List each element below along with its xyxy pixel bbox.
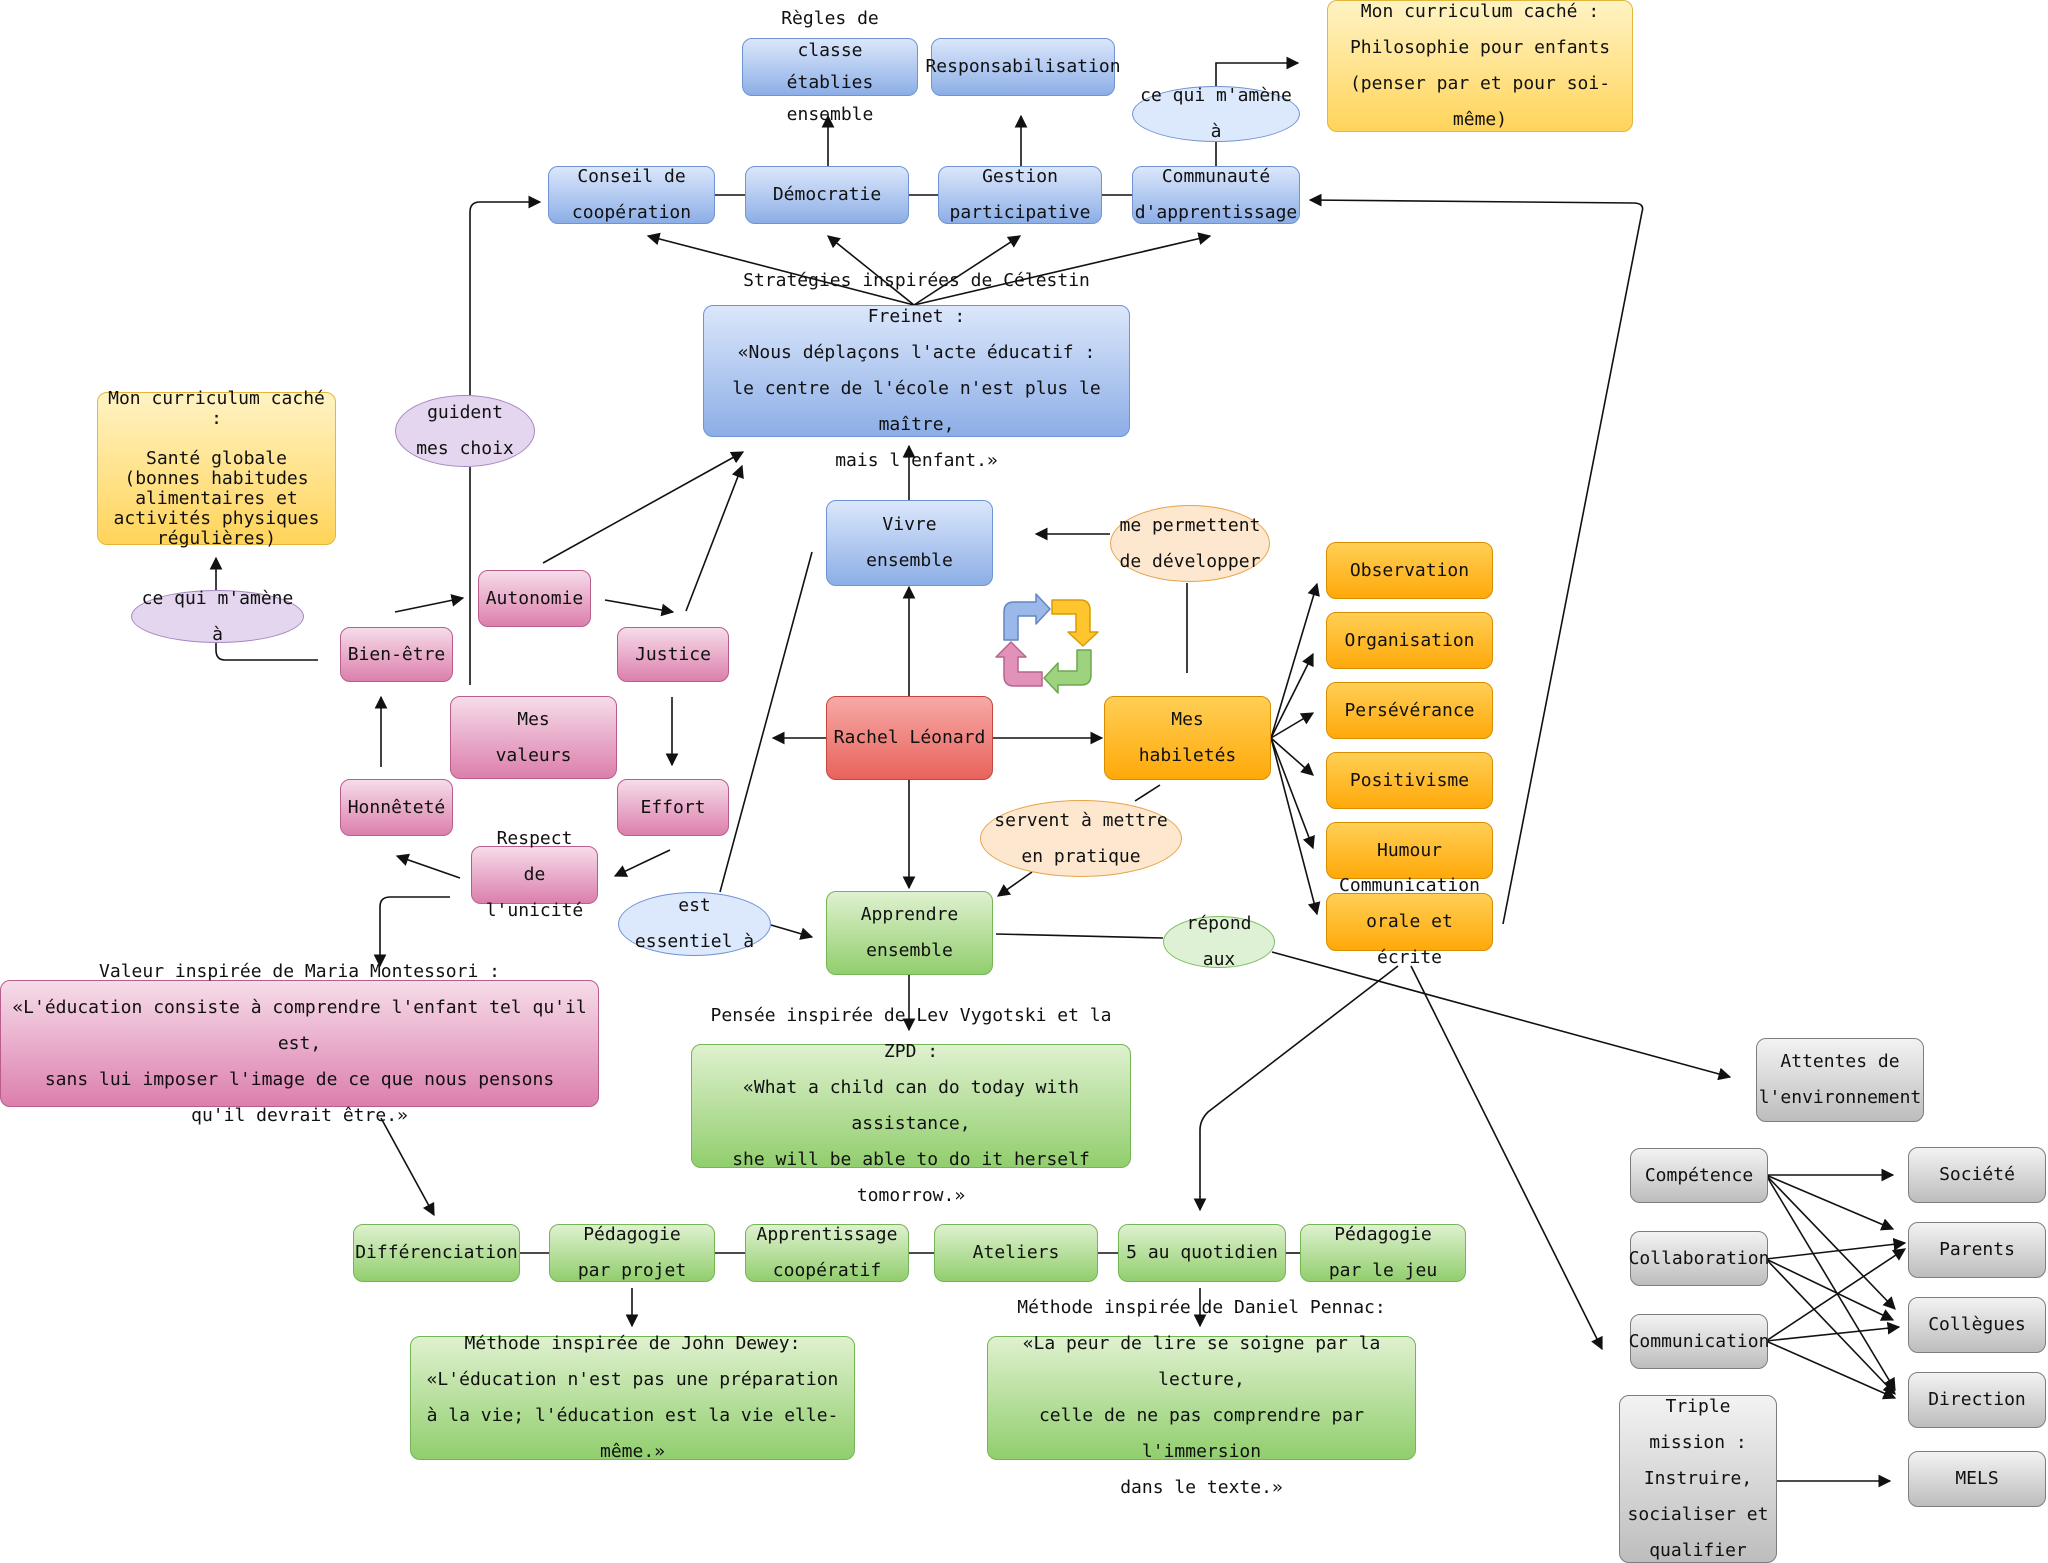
- communaute-box: Communauté d'apprentissage: [1132, 166, 1300, 224]
- responsabilisation-box: Responsabilisation: [925, 38, 1121, 96]
- collegues-box: Collègues: [1908, 1297, 2046, 1353]
- regles-box: Règles de classe établies ensemble: [742, 8, 918, 125]
- vygotski-box: Pensée inspirée de Lev Vygotski et la ZP…: [691, 1005, 1131, 1206]
- ce-qui-mamene-top-ellipse: ce qui m'amène à: [1132, 85, 1300, 142]
- perseverance-box: Persévérance: [1326, 682, 1493, 739]
- servent-ellipse: servent à mettre en pratique: [980, 800, 1182, 877]
- observation-box: Observation: [1326, 542, 1493, 599]
- societe-box: Société: [1908, 1147, 2046, 1203]
- repond-ellipse: répond aux: [1163, 913, 1275, 970]
- humour-box: Humour: [1326, 822, 1493, 879]
- bien-etre-box: Bien-être: [340, 627, 453, 682]
- rachel-leonard-box: Rachel Léonard: [826, 696, 993, 780]
- autonomie-box: Autonomie: [478, 570, 591, 627]
- me-permettent-ellipse: me permettent de développer: [1110, 505, 1270, 582]
- mes-valeurs-box: Mes valeurs: [450, 696, 617, 779]
- pedagogie-jeu-box: Pédagogie par le jeu: [1300, 1224, 1466, 1282]
- dewey-box: Méthode inspirée de John Dewey: «L'éduca…: [410, 1333, 855, 1462]
- pedagogie-projet-box: Pédagogie par projet: [549, 1224, 715, 1282]
- curriculum-philo-box: Mon curriculum caché : Philosophie pour …: [1327, 0, 1633, 132]
- guident-ellipse: guident mes choix: [395, 395, 535, 467]
- apprendre-ensemble-box: Apprendre ensemble: [826, 891, 993, 975]
- curriculum-sante-box: Mon curriculum caché : Santé globale (bo…: [97, 388, 336, 548]
- justice-box: Justice: [617, 627, 729, 682]
- effort-box: Effort: [617, 779, 729, 836]
- vivre-ensemble-box: Vivre ensemble: [826, 500, 993, 586]
- communication-orale-box: Communication orale et écrite: [1326, 875, 1493, 968]
- democratie-box: Démocratie: [745, 166, 909, 224]
- pennac-box: Méthode inspirée de Daniel Pennac: «La p…: [987, 1297, 1416, 1498]
- competence-box: Compétence: [1630, 1148, 1768, 1203]
- honnetete-box: Honnêteté: [340, 779, 453, 836]
- parents-box: Parents: [1908, 1222, 2046, 1278]
- montessori-box: Valeur inspirée de Maria Montessori : «L…: [0, 961, 599, 1126]
- cinq-au-quotidien-box: 5 au quotidien: [1118, 1224, 1286, 1282]
- organisation-box: Organisation: [1326, 612, 1493, 669]
- attentes-box: Attentes de l'environnement: [1756, 1038, 1924, 1122]
- apprentissage-coop-box: Apprentissage coopératif: [745, 1224, 909, 1282]
- positivisme-box: Positivisme: [1326, 752, 1493, 809]
- ateliers-box: Ateliers: [934, 1224, 1098, 1282]
- freinet-box: Stratégies inspirées de Célestin Freinet…: [703, 270, 1130, 471]
- mels-box: MELS: [1908, 1451, 2046, 1507]
- collaboration-box: Collaboration: [1629, 1231, 1769, 1286]
- direction-box: Direction: [1908, 1372, 2046, 1428]
- cycle-arrows-icon: [995, 593, 1099, 694]
- mes-habiletes-box: Mes habiletés: [1104, 696, 1271, 780]
- respect-box: Respect de l'unicité: [471, 828, 598, 921]
- ce-qui-mamene-left-ellipse: ce qui m'amène à: [131, 588, 304, 645]
- differenciation-box: Différenciation: [353, 1224, 520, 1282]
- triple-mission-box: Triple mission : Instruire, socialiser e…: [1619, 1395, 1777, 1563]
- gestion-box: Gestion participative: [938, 166, 1102, 224]
- est-essentiel-ellipse: est essentiel à: [618, 892, 771, 956]
- communication-gray-box: Communication: [1629, 1314, 1769, 1369]
- conseil-box: Conseil de coopération: [548, 166, 715, 224]
